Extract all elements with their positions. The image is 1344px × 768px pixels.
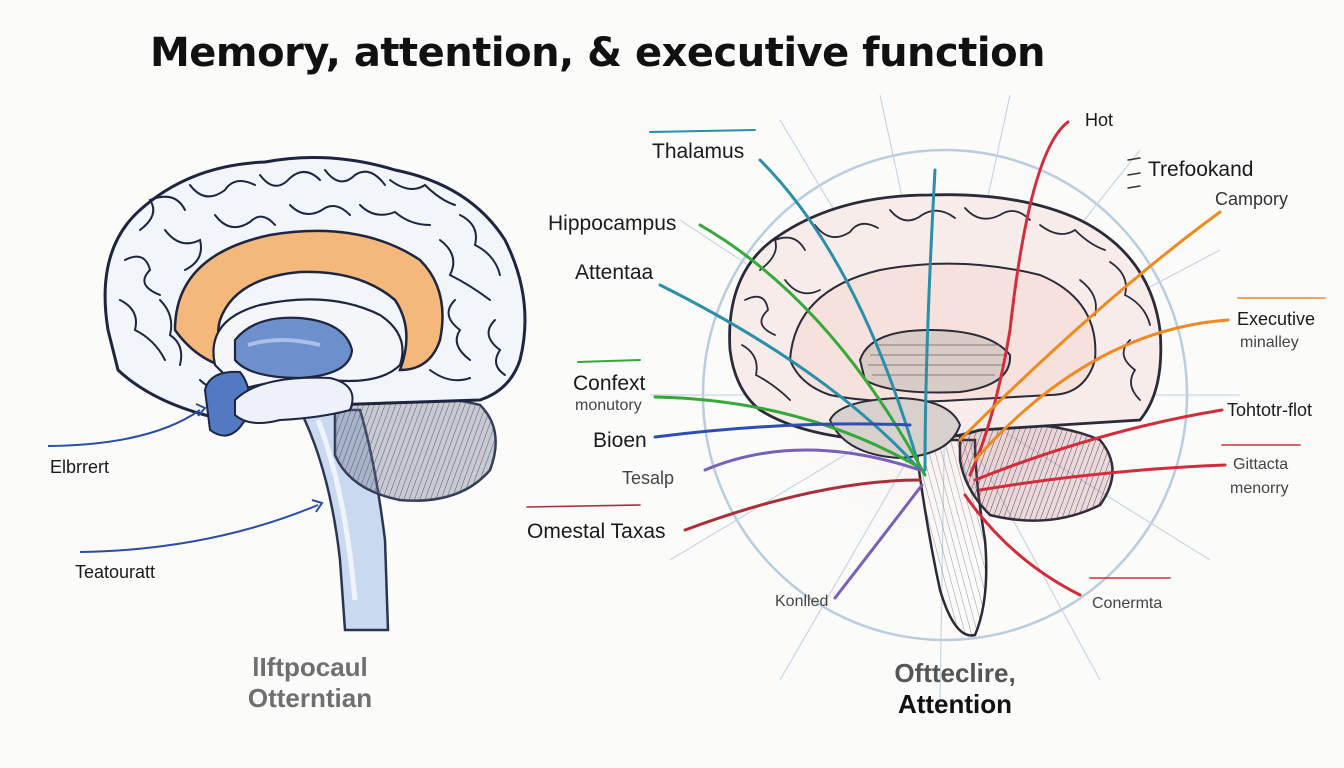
- left-arrow-2: [79, 504, 319, 553]
- label-omestal-taxas: Omestal Taxas: [527, 520, 666, 543]
- label-executive: Executive: [1237, 309, 1316, 329]
- label-confext: Confext: [573, 372, 646, 395]
- right-thalamus: [858, 328, 1012, 394]
- label-monutory: monutory: [575, 397, 642, 414]
- label-konlled: Konlled: [775, 593, 829, 610]
- right-caption-line1: Oftteclire,: [894, 658, 1016, 688]
- right-connector-lines: [526, 120, 1326, 600]
- right-caption: Oftteclire, Attention: [840, 658, 1070, 720]
- label-gittacta: Gittacta: [1233, 456, 1289, 473]
- left-thalamus: [233, 316, 354, 380]
- label-tohtotr-flot: Tohtotr-flot: [1227, 400, 1313, 420]
- right-caption-line2: Attention: [897, 689, 1013, 720]
- label-conermta: Conermta: [1092, 595, 1163, 612]
- left-caption: lIftpocaul Otterntian: [200, 652, 420, 714]
- label-tesalp: Tesalp: [622, 468, 675, 488]
- left-label-2: Teatouratt: [75, 562, 156, 582]
- label-hot: Hot: [1085, 110, 1114, 130]
- left-brain-illustration: [47, 156, 527, 632]
- label-campory: Campory: [1215, 189, 1289, 209]
- page-title: Memory, attention, & executive function: [150, 30, 1046, 76]
- left-label-1: Elbrrert: [50, 457, 110, 477]
- label-thalamus: Thalamus: [652, 140, 745, 163]
- left-caption-line2: Otterntian: [247, 683, 373, 714]
- left-caption-line1: lIftpocaul: [252, 652, 368, 682]
- label-attentaa: Attentaa: [575, 261, 654, 284]
- label-minalley: minalley: [1240, 334, 1299, 351]
- left-arrow-1: [47, 409, 201, 447]
- label-menorry: menorry: [1230, 480, 1289, 497]
- label-bioen: Bioen: [593, 429, 647, 452]
- label-hippocampus: Hippocampus: [548, 212, 677, 235]
- label-trefookand: Trefookand: [1148, 158, 1254, 181]
